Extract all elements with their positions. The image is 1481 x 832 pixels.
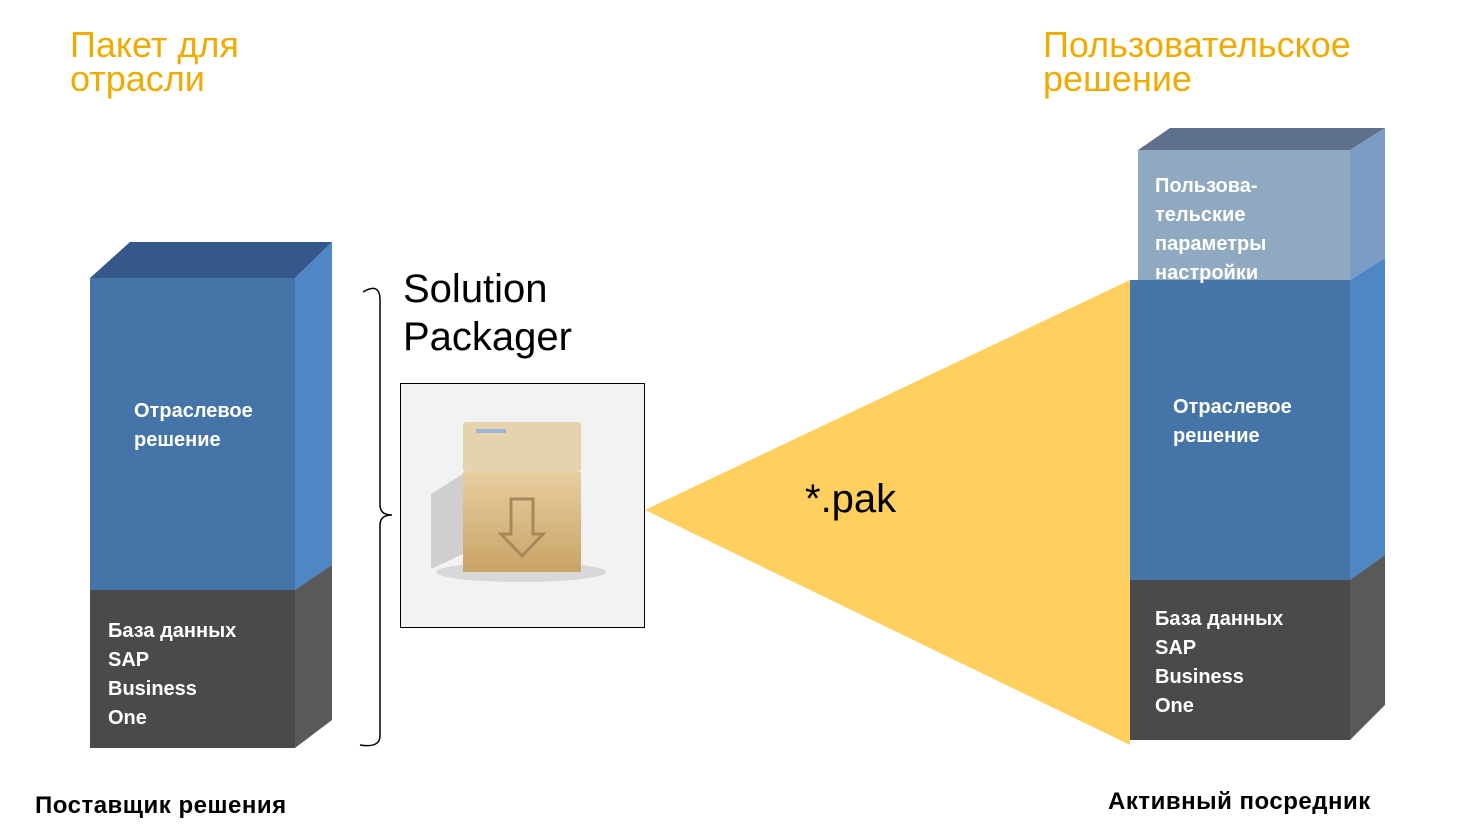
- right-industry-block-front: [1130, 280, 1350, 580]
- left-db-label: База данных SAP Business One: [108, 620, 237, 729]
- left-db-block-side: [295, 565, 332, 748]
- right-custom-block-top: [1138, 128, 1385, 150]
- pak-wedge: [645, 280, 1130, 745]
- left-db-block-front: [90, 590, 295, 748]
- package-download-icon: [431, 422, 606, 582]
- left-industry-block-front: [90, 278, 295, 590]
- packager-brace: [359, 287, 393, 747]
- right-caption: Активный посредник: [1108, 788, 1371, 815]
- packager-label: Solution Packager: [403, 267, 572, 359]
- left-caption: Поставщик решения: [35, 792, 287, 819]
- left-industry-block-top: [90, 242, 332, 278]
- pak-file-label: *.pak: [805, 477, 897, 521]
- right-industry-label: Отраслевое решение: [1173, 396, 1292, 447]
- right-custom-block-side: [1350, 128, 1385, 280]
- left-industry-block-side: [295, 242, 332, 590]
- right-db-label: База данных SAP Business One: [1155, 608, 1284, 717]
- right-db-block-front: [1130, 580, 1350, 740]
- right-custom-label: Пользова- тельские параметры настройки: [1155, 175, 1267, 284]
- right-custom-block-front: [1138, 150, 1350, 280]
- right-industry-block-side: [1350, 258, 1385, 580]
- right-db-block-side: [1350, 555, 1385, 740]
- right-heading: Пользовательское решение: [1043, 24, 1351, 99]
- left-heading: Пакет для отрасли: [70, 24, 239, 99]
- left-industry-label: Отраслевое решение: [134, 400, 253, 451]
- solution-packager-icon-box[interactable]: [400, 383, 645, 628]
